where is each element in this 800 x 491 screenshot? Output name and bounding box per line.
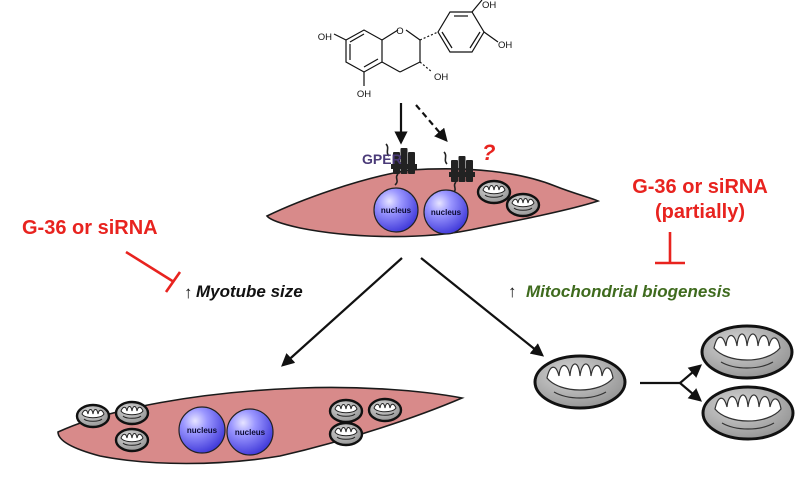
mitochondrial-biogenesis-label: Mitochondrial biogenesis [526, 282, 731, 301]
nucleus-label: nucleus [381, 206, 412, 215]
mitochondrion-icon [328, 398, 364, 424]
arrow-to-mitochondrion [420, 257, 545, 357]
left-inhibition-bar [164, 271, 182, 293]
mitochondrion-icon [114, 400, 150, 426]
left-inhibitor-label: G-36 or siRNA [22, 217, 158, 239]
myotube-up-arrow: ↑ [184, 283, 193, 302]
myotube-size-label: Myotube size [196, 282, 303, 301]
right-inhibitor-partially: (partially) [655, 201, 745, 223]
oh-label-c3: OH [434, 72, 448, 83]
mitochondrion-icon [367, 397, 403, 423]
fission-arrow-up [679, 364, 703, 384]
mitochondrion-daughter-icon [700, 324, 794, 380]
mitochondrion-icon [114, 427, 150, 453]
arrow-to-unknown-receptor [415, 104, 448, 143]
oh-label-b4: OH [482, 0, 496, 11]
nucleus-label: nucleus [235, 428, 266, 437]
mitochondrion-icon [476, 179, 512, 205]
mitochondrion-large-icon [533, 354, 627, 410]
oh-label-a7: OH [318, 32, 332, 43]
gper-label: GPER [362, 151, 402, 167]
ring-oxygen-label: O [396, 26, 403, 37]
catechin-structure: O OH OH OH OH OH [318, 0, 512, 100]
fission-arrow-down [679, 382, 703, 402]
mito-up-arrow: ↑ [508, 282, 517, 301]
right-inhibitor-label: G-36 or siRNA [632, 176, 768, 198]
oh-label-a5: OH [357, 89, 371, 100]
left-inhibition-line [125, 250, 175, 284]
nucleus-icon [373, 187, 419, 233]
nucleus-label: nucleus [187, 426, 218, 435]
unknown-receptor-question: ? [482, 140, 495, 165]
mitochondrion-icon [75, 403, 111, 429]
mitochondrion-icon [328, 421, 364, 447]
arrow-to-enlarged-myotube [281, 257, 403, 367]
mitochondrion-icon [505, 192, 541, 218]
nucleus-icon [226, 408, 274, 456]
oh-label-b3: OH [498, 40, 512, 51]
mitochondrion-daughter-icon [701, 385, 795, 441]
nucleus-icon [178, 406, 226, 454]
nucleus-label: nucleus [431, 208, 462, 217]
nucleus-icon [423, 189, 469, 235]
